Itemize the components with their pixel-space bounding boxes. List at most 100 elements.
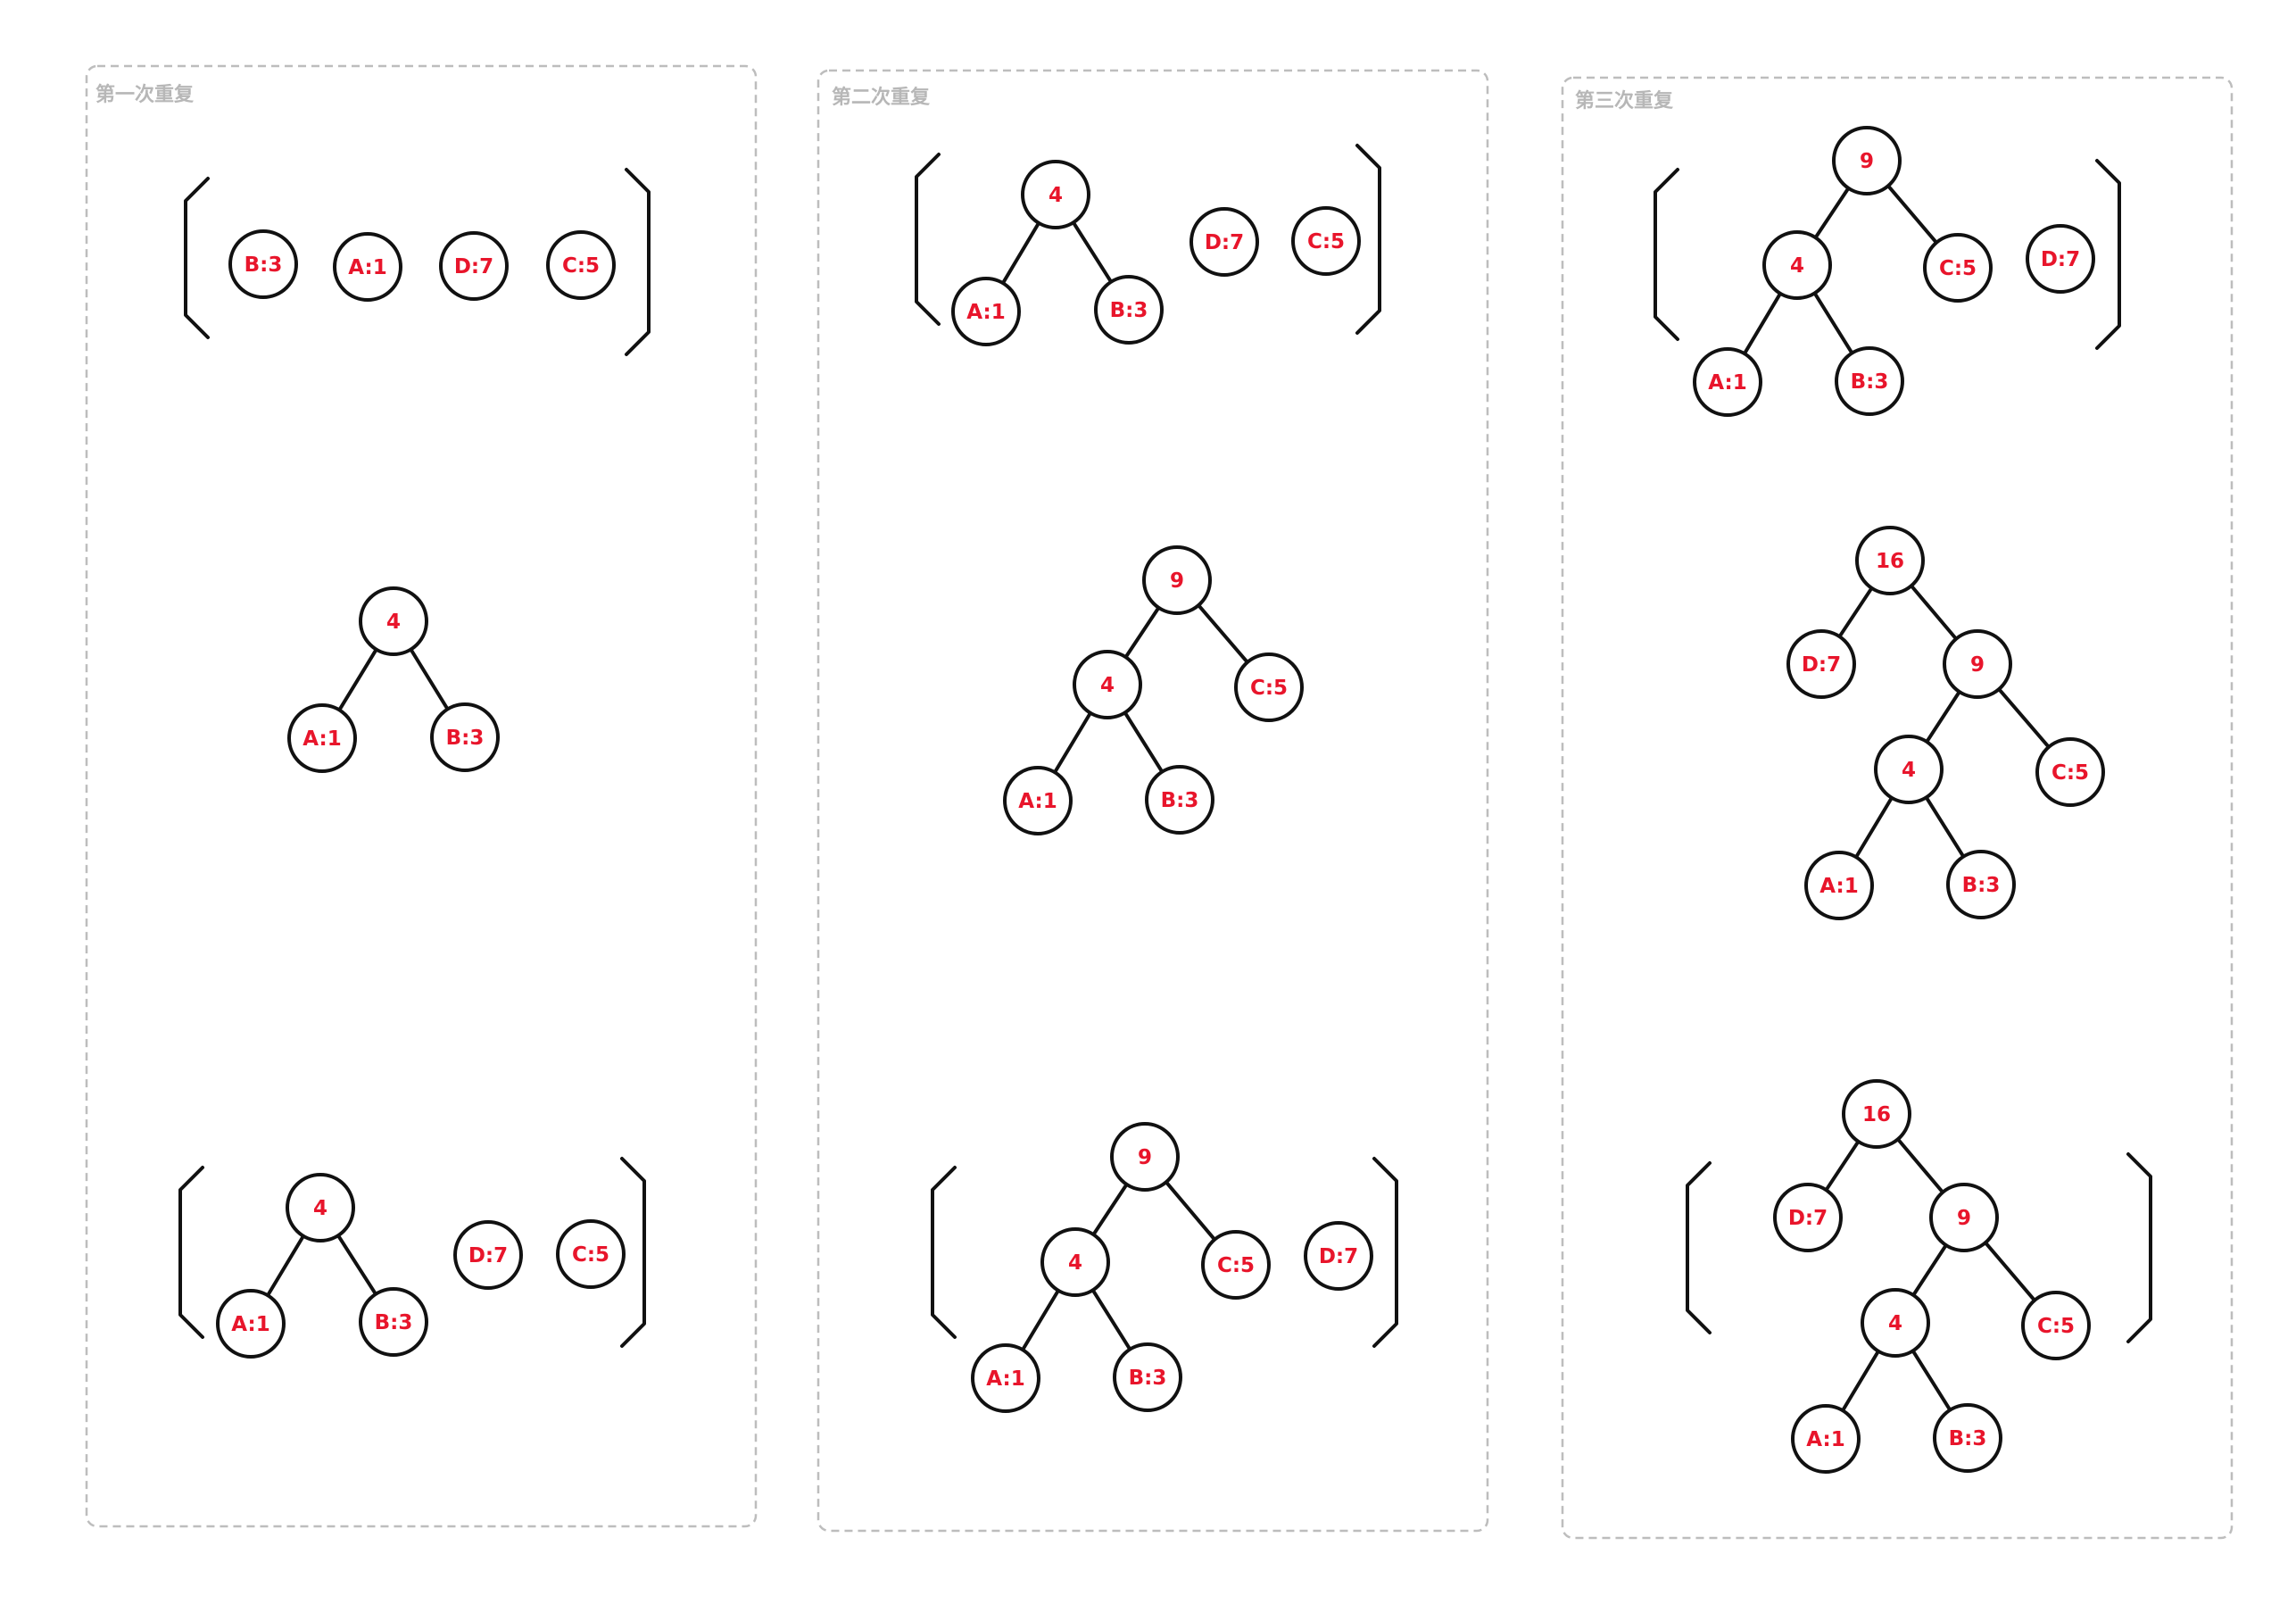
node-circle <box>1943 629 2012 699</box>
node-label: D:7 <box>1205 231 1244 254</box>
nodes: D:7A:1 B:34 C:5 9 16 <box>1773 1079 2091 1474</box>
node-label: D:7 <box>1788 1207 1828 1230</box>
tree-edge <box>1197 603 1249 664</box>
node-circle <box>1832 126 1902 195</box>
node-circle <box>1304 1221 1373 1291</box>
node-circle <box>1145 765 1214 835</box>
node-circle <box>1933 1403 2002 1473</box>
left-bracket <box>1686 1161 1712 1334</box>
panel-frame-1 <box>85 64 758 1528</box>
tree-node: D:7 <box>1189 207 1259 277</box>
node-label: A:1 <box>348 256 386 279</box>
node-label: A:1 <box>1819 875 1858 898</box>
right-bracket <box>1372 1157 1398 1348</box>
priority-queue-stage: D:7A:1 B:34 C:5 9 16 <box>1686 1079 2152 1474</box>
node-label: 16 <box>1862 1103 1891 1126</box>
node-label: B:3 <box>375 1311 413 1334</box>
node-circle <box>1874 735 1944 804</box>
node-label: B:3 <box>245 253 283 277</box>
left-bracket <box>178 1166 204 1339</box>
node-label: B:3 <box>1962 874 2001 897</box>
tree-edge <box>1000 220 1041 286</box>
tree-edge <box>1812 291 1854 355</box>
node-label: B:3 <box>446 727 485 750</box>
node-label: A:1 <box>303 727 341 751</box>
tree-node: C:5 <box>1291 206 1361 276</box>
node-circle <box>1762 230 1832 300</box>
node-label: 9 <box>1138 1146 1152 1169</box>
node-circle <box>359 1287 428 1357</box>
tree-edge <box>1997 687 2051 749</box>
tree-node: A:1 <box>287 703 357 773</box>
tree-edge <box>1164 1180 1217 1242</box>
node-circle <box>971 1343 1040 1413</box>
node-label: B:3 <box>1161 789 1199 812</box>
tree-node: B:3 <box>1933 1403 2002 1473</box>
tree-edge <box>1091 1182 1129 1237</box>
node-circle <box>439 231 509 301</box>
tree-node: B:3 <box>1946 850 2016 919</box>
node-label: 4 <box>1049 184 1063 207</box>
tree-node: A:1 <box>1003 766 1073 835</box>
node-circle <box>1791 1404 1861 1474</box>
tree-node: B:3 <box>1113 1342 1182 1412</box>
node-label: 9 <box>1957 1207 1971 1230</box>
node-circle <box>453 1220 523 1290</box>
node-circle <box>1773 1183 1843 1252</box>
node-circle <box>1094 275 1164 345</box>
tree-node: A:1 <box>951 277 1021 346</box>
priority-queue-stage: A:1 B:3 4D:7 C:5 <box>915 144 1381 346</box>
node-label: 9 <box>1970 653 1985 677</box>
node-label: C:5 <box>2037 1315 2075 1338</box>
tree-edge <box>409 647 450 711</box>
node-circle <box>1291 206 1361 276</box>
tree-edge <box>1924 795 1966 859</box>
node-label: A:1 <box>966 301 1005 324</box>
tree-node: D:7 <box>1773 1183 1843 1252</box>
panel-title-3: 第三次重复 <box>1575 89 1674 112</box>
node-circle <box>1835 346 1904 416</box>
tree-edge <box>1053 711 1092 775</box>
node-circle <box>1201 1230 1271 1300</box>
tree-node: 4 <box>1861 1288 1930 1358</box>
node-label: D:7 <box>1802 653 1841 677</box>
tree-edge <box>1983 1241 2037 1302</box>
left-bracket <box>1654 168 1679 341</box>
right-bracket <box>2126 1152 2152 1343</box>
edges <box>1053 603 1249 775</box>
tree-node: 16 <box>1855 526 1925 595</box>
tree-node: C:5 <box>1234 652 1304 722</box>
tree-node: 9 <box>1142 545 1212 615</box>
edges <box>1742 184 1939 356</box>
node-circle <box>1142 545 1212 615</box>
tree-node: 9 <box>1943 629 2012 699</box>
tree-node: D:7 <box>1304 1221 1373 1291</box>
node-circle <box>1946 850 2016 919</box>
left-bracket <box>931 1166 957 1339</box>
node-circle <box>1693 347 1762 417</box>
node-circle <box>2026 224 2095 294</box>
node-circle <box>333 232 402 302</box>
tree-node: 4 <box>1762 230 1832 300</box>
tree-node: 4 <box>1021 160 1090 229</box>
node-circle <box>2035 737 2105 807</box>
tree-node: A:1 <box>1791 1404 1861 1474</box>
tree-edge <box>1854 795 1894 860</box>
tree-edge <box>1895 1137 1945 1194</box>
tree-node: B:3 <box>1094 275 1164 345</box>
tree-edge <box>1911 1349 1952 1412</box>
node-label: A:1 <box>986 1367 1024 1391</box>
edges <box>266 1234 378 1298</box>
